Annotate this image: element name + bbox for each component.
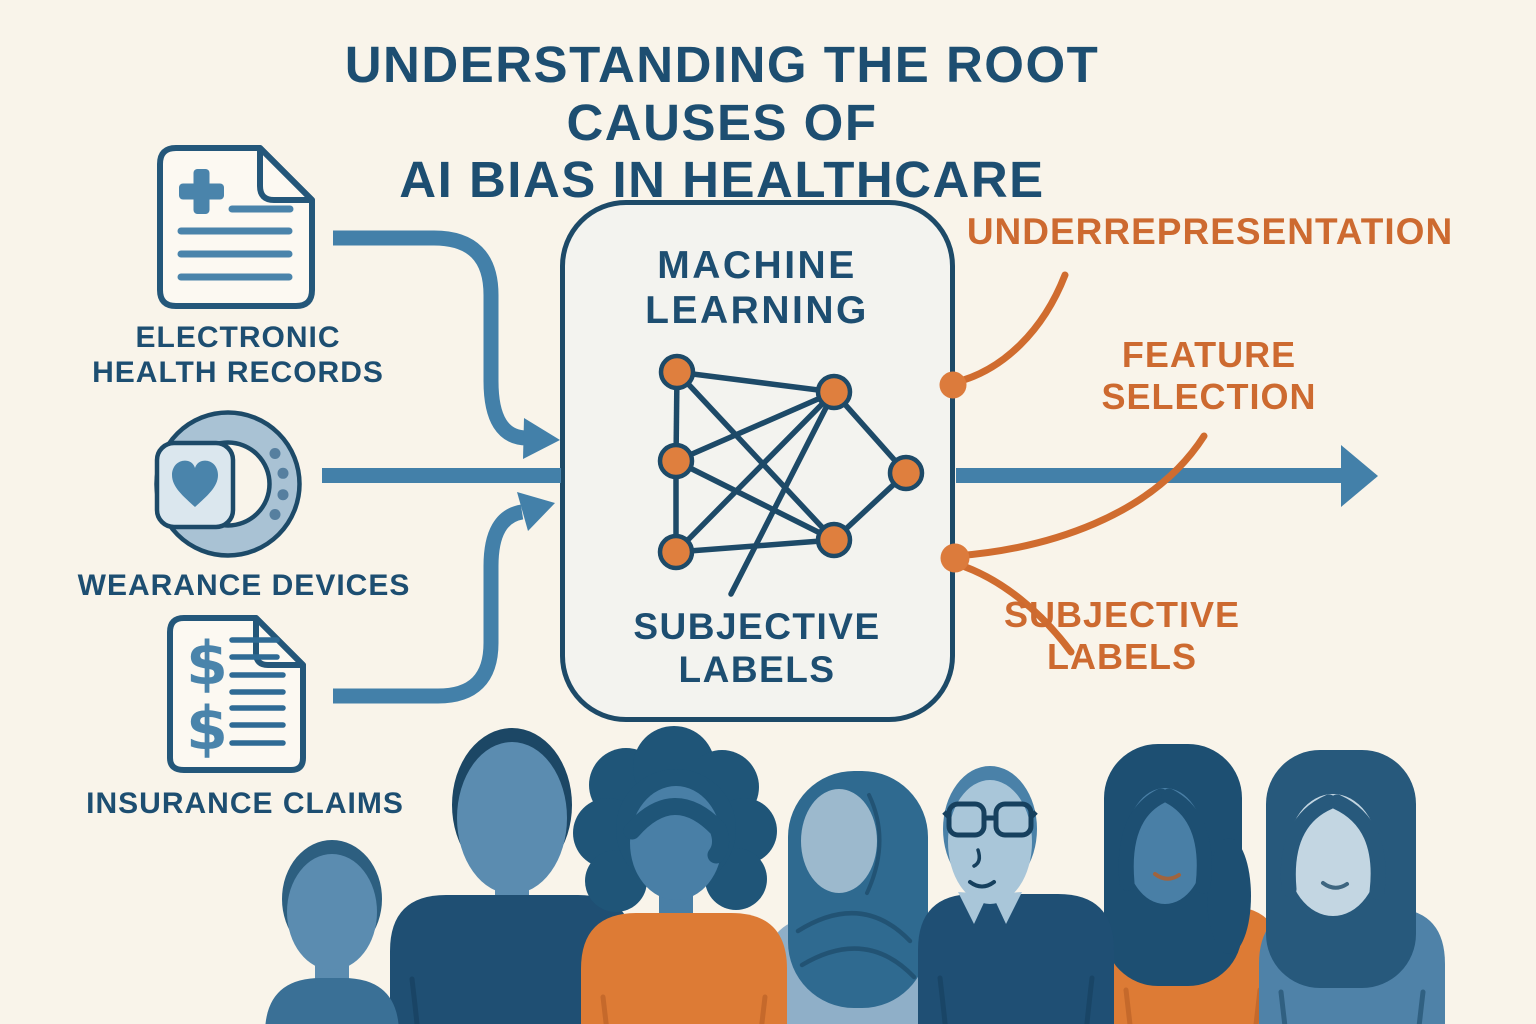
cause-feature-selection: FEATURE SELECTION — [1101, 334, 1317, 417]
medical-document-icon — [157, 145, 315, 309]
label-insurance-claims: INSURANCE CLAIMS — [86, 787, 404, 820]
diverse-people-group — [265, 726, 1445, 1024]
arrow-ehr-head — [523, 418, 560, 459]
person-man-glasses — [918, 766, 1114, 1024]
person-man-dark-shirt — [390, 728, 634, 1024]
arrow-claims-head — [517, 492, 555, 531]
dollar-sign-icon: $ — [186, 694, 228, 764]
label-wearance-devices: WEARANCE DEVICES — [77, 569, 411, 602]
smartwatch-icon — [154, 410, 302, 558]
page-title: UNDERSTANDING THE ROOT CAUSES OF AI BIAS… — [344, 36, 1100, 209]
person-boy — [265, 840, 399, 1024]
arrow-claims-to-model — [333, 504, 524, 704]
subjective-labels-box-label: SUBJECTIVE LABELS — [633, 606, 881, 690]
arrow-output-head — [1341, 445, 1378, 507]
dollar-sign-icon: $ — [186, 629, 228, 699]
label-electronic-health-records: ELECTRONIC HEALTH RECORDS — [92, 321, 384, 389]
person-woman-curly-hair — [573, 726, 787, 1024]
billing-document-icon: $ $ — [167, 615, 306, 773]
medical-cross-icon — [179, 169, 224, 214]
cause-subjective-labels: SUBJECTIVE LABELS — [1003, 594, 1241, 677]
watch-band-dots — [269, 448, 289, 520]
connector-underrepresentation — [949, 271, 1069, 387]
cause-underrepresentation: UNDERREPRESENTATION — [966, 211, 1454, 252]
connector-feature-selection — [952, 432, 1208, 560]
person-woman-long-hair — [1259, 750, 1445, 1024]
machine-learning-title: MACHINE LEARNING — [645, 244, 869, 333]
heart-icon — [172, 460, 218, 507]
person-woman-orange-shirt — [1104, 744, 1282, 1024]
person-woman-hijab — [765, 771, 955, 1024]
